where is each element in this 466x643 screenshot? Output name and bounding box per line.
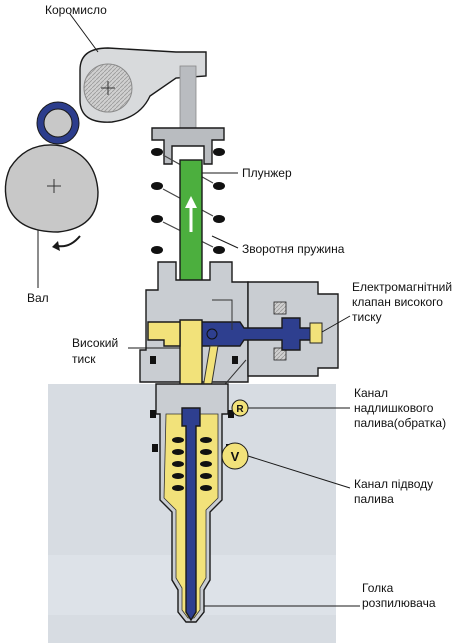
spring-cup [151, 127, 225, 165]
label-plunger: Плунжер [242, 166, 292, 180]
leader-return-spring [211, 235, 239, 249]
valve-end-cap [309, 322, 323, 344]
label-overflow-line2: надлишкового [354, 401, 434, 415]
high-pressure-passage-left [147, 321, 181, 347]
label-high-pressure-line2: тиск [72, 352, 96, 366]
label-camshaft: Вал [27, 291, 49, 305]
label-rocker: Коромисло [45, 3, 107, 17]
label-valve-line3: тиску [352, 310, 382, 324]
label-supply-line2: палива [354, 492, 394, 506]
camshaft-lobe [4, 144, 99, 233]
leader-rocker [69, 13, 99, 53]
supply-badge-text: V [231, 449, 240, 464]
rotation-arrow [57, 235, 81, 248]
label-return-spring: Зворотня пружина [242, 242, 345, 256]
leader-valve [321, 315, 351, 333]
return-spring [151, 148, 225, 254]
label-high-pressure-line1: Високий [72, 336, 118, 350]
overflow-badge-text: R [236, 404, 244, 415]
solenoid-coil-bottom [273, 347, 287, 361]
label-needle-line2: розпилювача [362, 596, 436, 610]
valve-spring-dot [206, 328, 218, 340]
plunger-arrow-head [185, 196, 197, 208]
label-overflow-line3: палива(обратка) [354, 416, 446, 430]
nozzle-needle [181, 407, 201, 622]
solenoid-coil-top [273, 301, 287, 315]
label-valve-line2: клапан високого [352, 295, 443, 309]
push-rod [179, 65, 197, 131]
nozzle-spring [172, 437, 212, 491]
label-needle-line1: Голка [362, 581, 394, 595]
label-valve-line1: Електромагнітний [352, 280, 452, 294]
overflow-passage-line [212, 299, 233, 330]
roller-core [43, 108, 73, 138]
rotation-arrow-head [52, 241, 60, 251]
label-supply-line1: Канал підводу [354, 477, 433, 491]
leader-supply [247, 455, 351, 489]
label-overflow-line1: Канал [354, 386, 388, 400]
